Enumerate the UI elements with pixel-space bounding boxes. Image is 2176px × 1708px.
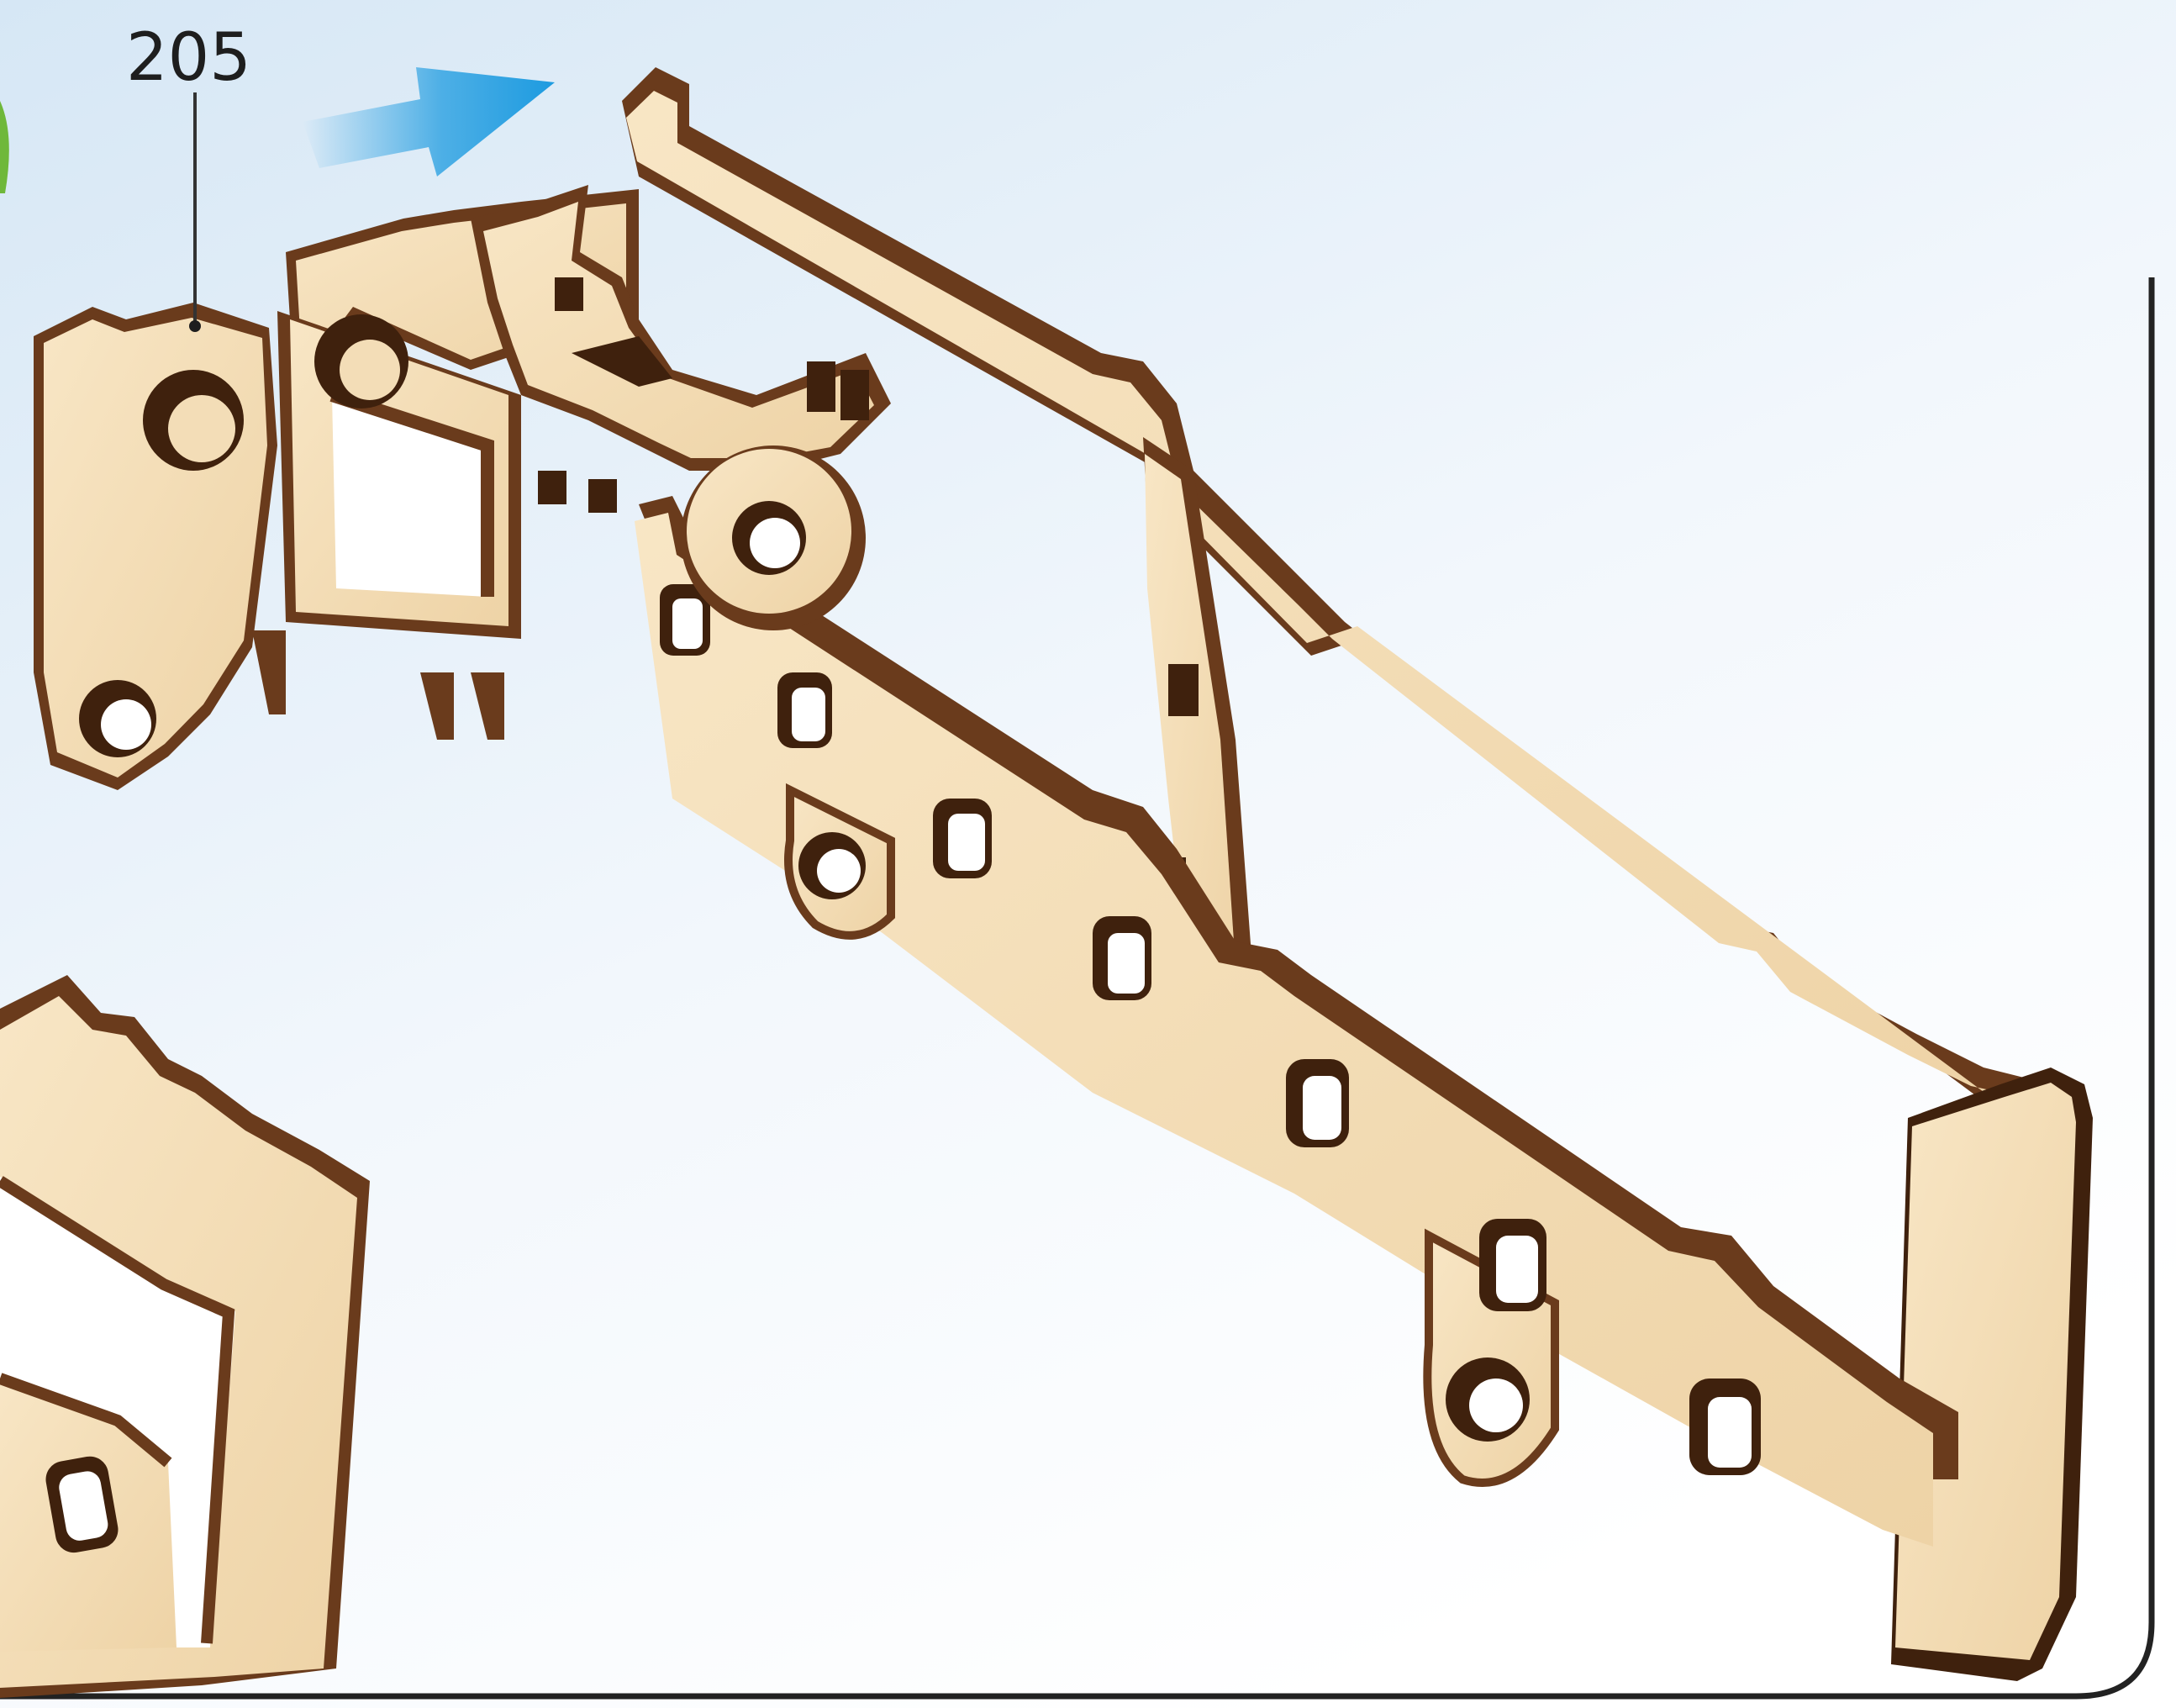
leader-dot bbox=[189, 320, 201, 332]
part-number-label: 205 bbox=[126, 20, 251, 96]
main-frame-right-post bbox=[1891, 1068, 2093, 1681]
